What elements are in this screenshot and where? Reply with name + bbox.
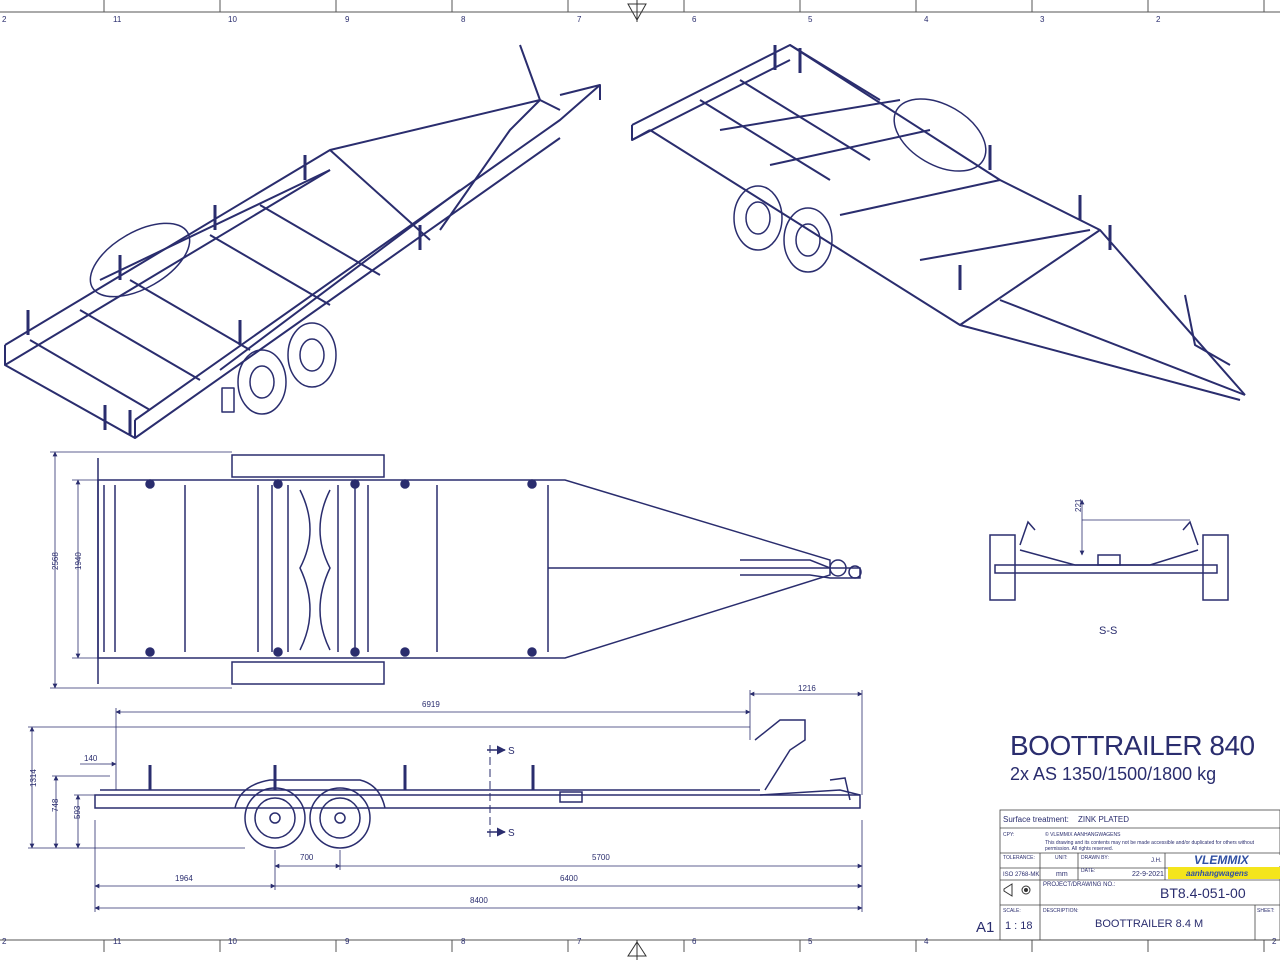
- dim-1216: 1216: [798, 684, 816, 693]
- section-view: [989, 520, 1229, 601]
- svg-text:VLEMMIX: VLEMMIX: [1194, 853, 1250, 867]
- scale-value: 1 : 18: [1005, 920, 1033, 932]
- dim-6400: 6400: [560, 874, 578, 883]
- section-marker: S: [508, 828, 515, 839]
- unit-value: mm: [1056, 871, 1068, 878]
- centering-mark-bottom: [627, 940, 647, 960]
- isometric-view-front: [4, 44, 601, 439]
- border-number: 8: [461, 15, 466, 24]
- drawing-title-sub: 2x AS 1350/1500/1800 kg: [1010, 764, 1217, 784]
- date-value: 22-9-2021: [1132, 871, 1164, 878]
- dim-700: 700: [300, 853, 314, 862]
- side-view: [94, 719, 861, 849]
- description-label: DESCRIPTION:: [1043, 908, 1079, 914]
- border-number: 3: [1040, 15, 1045, 24]
- border-number: 7: [577, 937, 582, 946]
- border-number: 10: [228, 15, 237, 24]
- section-marker: S: [508, 746, 515, 757]
- border-number: 5: [808, 15, 813, 24]
- unit-label: UNIT:: [1055, 855, 1068, 861]
- border-number: 2: [1156, 15, 1161, 24]
- border-number: 7: [577, 15, 582, 24]
- border-number: 9: [345, 937, 350, 946]
- dim-140: 140: [84, 754, 98, 763]
- scale-label: SCALE:: [1003, 908, 1021, 914]
- dim-5700: 5700: [592, 853, 610, 862]
- centering-mark-top: [627, 0, 647, 22]
- drawn-value: J.H.: [1151, 858, 1162, 864]
- section-dimension: [1079, 499, 1190, 556]
- copy-owner: © VLEMMIX AANHANGWAGENS: [1045, 831, 1121, 838]
- dim-8400: 8400: [470, 896, 488, 905]
- copy-label: CPY:: [1003, 832, 1014, 838]
- border-number: 9: [345, 15, 350, 24]
- border-number: 11: [113, 15, 122, 24]
- border-number: 2: [1272, 937, 1277, 946]
- sheet-label: SHEET:: [1257, 908, 1275, 914]
- top-view: [97, 454, 862, 685]
- svg-text:aanhangwagens: aanhangwagens: [1186, 869, 1249, 878]
- border-number: 6: [692, 15, 697, 24]
- tolerance-value: ISO 2768-MK: [1003, 872, 1039, 878]
- dim-1940: 1940: [74, 552, 83, 570]
- border-number: 5: [808, 937, 813, 946]
- dim-748: 748: [51, 798, 60, 812]
- dim-1314: 1314: [29, 769, 38, 787]
- projection-symbol: [1003, 883, 1031, 897]
- surface-label: Surface treatment:: [1003, 815, 1069, 824]
- side-view-dimensions: [28, 690, 863, 912]
- copy-text: This drawing and its contents may not be…: [1045, 840, 1255, 846]
- date-label: DATE:: [1081, 868, 1095, 874]
- border-number: 4: [924, 15, 929, 24]
- dim-6919: 6919: [422, 700, 440, 709]
- border-number: 2: [2, 937, 7, 946]
- project-label: PROJECT/DRAWING NO.:: [1043, 882, 1116, 888]
- border-number: 6: [692, 937, 697, 946]
- isometric-view-rear: [631, 44, 1246, 401]
- tolerance-label: TOLERANCE:: [1003, 855, 1035, 861]
- brand-logo: VLEMMIX aanhangwagens: [1168, 853, 1280, 879]
- copy-text: permission. All rights reserved.: [1045, 846, 1113, 852]
- description-value: BOOTTRAILER 8.4 M: [1095, 918, 1203, 930]
- top-view-dimensions: [50, 451, 232, 689]
- border-number: 2: [2, 15, 7, 24]
- border-number: 10: [228, 937, 237, 946]
- dim-593: 593: [73, 805, 82, 819]
- surface-value: ZINK PLATED: [1078, 815, 1129, 824]
- border-number: 4: [924, 937, 929, 946]
- dim-2568: 2568: [51, 552, 60, 570]
- border-number: 8: [461, 937, 466, 946]
- dim-1964: 1964: [175, 874, 193, 883]
- border-number: 11: [113, 937, 122, 946]
- drawing-title: BOOTTRAILER 840 2x AS 1350/1500/1800 kg: [1010, 730, 1280, 785]
- dim-221: 221: [1074, 498, 1083, 512]
- drawing-title-main: BOOTTRAILER 840: [1010, 730, 1255, 761]
- drawn-label: DRAWN BY:: [1081, 855, 1109, 861]
- paper-format: A1: [976, 919, 994, 936]
- project-value: BT8.4-051-00: [1160, 885, 1246, 901]
- section-label: S-S: [1099, 625, 1117, 637]
